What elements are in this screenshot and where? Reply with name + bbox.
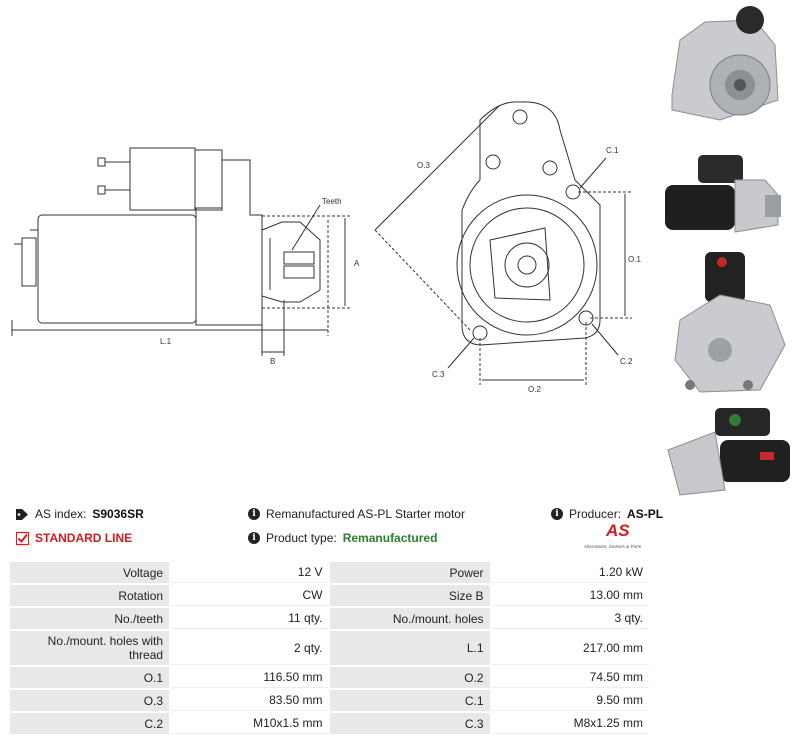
spec-label: Rotation <box>10 585 170 606</box>
spec-label: C.1 <box>330 690 490 711</box>
spec-value: 11 qty. <box>171 608 329 629</box>
label-o3: O.3 <box>417 161 430 170</box>
description-row: i Remanufactured AS-PL Starter motor <box>248 507 465 521</box>
checkbox-icon <box>16 531 29 545</box>
as-index-row: AS index: S9036SR <box>16 507 144 521</box>
flange-outline <box>461 101 601 346</box>
flange-bore <box>456 194 598 336</box>
spec-value: 9.50 mm <box>491 690 649 711</box>
product-type-value: Remanufactured <box>342 531 438 545</box>
solenoid-cap <box>195 149 223 211</box>
solenoid-body <box>129 147 196 211</box>
motor-body <box>37 214 197 324</box>
product-type-label: Product type: <box>266 531 337 545</box>
spec-value: 12 V <box>171 562 329 583</box>
spec-value: M10x1.5 mm <box>171 713 329 734</box>
spec-label: O.1 <box>10 667 170 688</box>
label-b: B <box>270 357 275 366</box>
svg-text:Alternators, Starters & Parts: Alternators, Starters & Parts <box>584 544 642 549</box>
label-o2: O.2 <box>528 385 541 394</box>
standard-line-label: STANDARD LINE <box>35 531 133 545</box>
spec-value: 13.00 mm <box>491 585 649 606</box>
info-icon: i <box>248 532 260 544</box>
info-icon: i <box>551 508 563 520</box>
spec-label: No./mount. holes <box>330 608 490 629</box>
spec-value: M8x1.25 mm <box>491 713 649 734</box>
spec-label: L.1 <box>330 631 490 665</box>
spec-value: 83.50 mm <box>171 690 329 711</box>
producer-label: Producer: <box>569 507 622 521</box>
spec-label: Power <box>330 562 490 583</box>
spec-value: 3 qty. <box>491 608 649 629</box>
spec-value: 116.50 mm <box>171 667 329 688</box>
info-icon: i <box>248 508 260 520</box>
spec-label: Size B <box>330 585 490 606</box>
label-c3: C.3 <box>432 370 445 379</box>
starter-photo-rear[interactable] <box>660 0 800 121</box>
spec-value: 74.50 mm <box>491 667 649 688</box>
as-index-value: S9036SR <box>92 507 144 521</box>
spec-label: No./mount. holes with thread <box>10 631 170 665</box>
label-a: A <box>354 259 360 268</box>
label-l1: L.1 <box>160 337 172 346</box>
producer-value: AS-PL <box>627 507 664 521</box>
spec-label: No./teeth <box>10 608 170 629</box>
spec-value: 1.20 kW <box>491 562 649 583</box>
hole-c1 <box>565 184 581 200</box>
hole-c3 <box>472 325 488 341</box>
as-pl-logo: AS Alternators, Starters & Parts <box>584 521 642 549</box>
spec-value: CW <box>171 585 329 606</box>
as-index-label: AS index: <box>35 507 87 521</box>
spec-value: 217.00 mm <box>491 631 649 665</box>
spec-label: C.2 <box>10 713 170 734</box>
drive-housing <box>195 159 263 326</box>
product-type-row: i Product type: Remanufactured <box>248 531 437 545</box>
label-c2: C.2 <box>620 357 633 366</box>
spec-value: 2 qty. <box>171 631 329 665</box>
product-photos <box>660 0 800 500</box>
starter-photo-side[interactable] <box>660 140 800 240</box>
starter-photo-angle[interactable] <box>660 405 800 500</box>
label-teeth: Teeth <box>322 197 342 206</box>
spec-label: O.3 <box>10 690 170 711</box>
label-c1: C.1 <box>606 146 619 155</box>
tag-icon <box>16 508 28 520</box>
spec-label: Voltage <box>10 562 170 583</box>
standard-line-row: STANDARD LINE <box>16 531 132 545</box>
technical-drawing: Teeth A L.1 B O.3 C.1 O.1 C.3 C.2 O.2 <box>11 101 641 394</box>
producer-row: i Producer: AS-PL <box>551 507 663 521</box>
spec-label: C.3 <box>330 713 490 734</box>
label-o1: O.1 <box>628 255 641 264</box>
spec-label: O.2 <box>330 667 490 688</box>
description-text: Remanufactured AS-PL Starter motor <box>266 507 465 521</box>
starter-photo-top[interactable] <box>660 250 800 400</box>
svg-text:AS: AS <box>605 521 630 540</box>
